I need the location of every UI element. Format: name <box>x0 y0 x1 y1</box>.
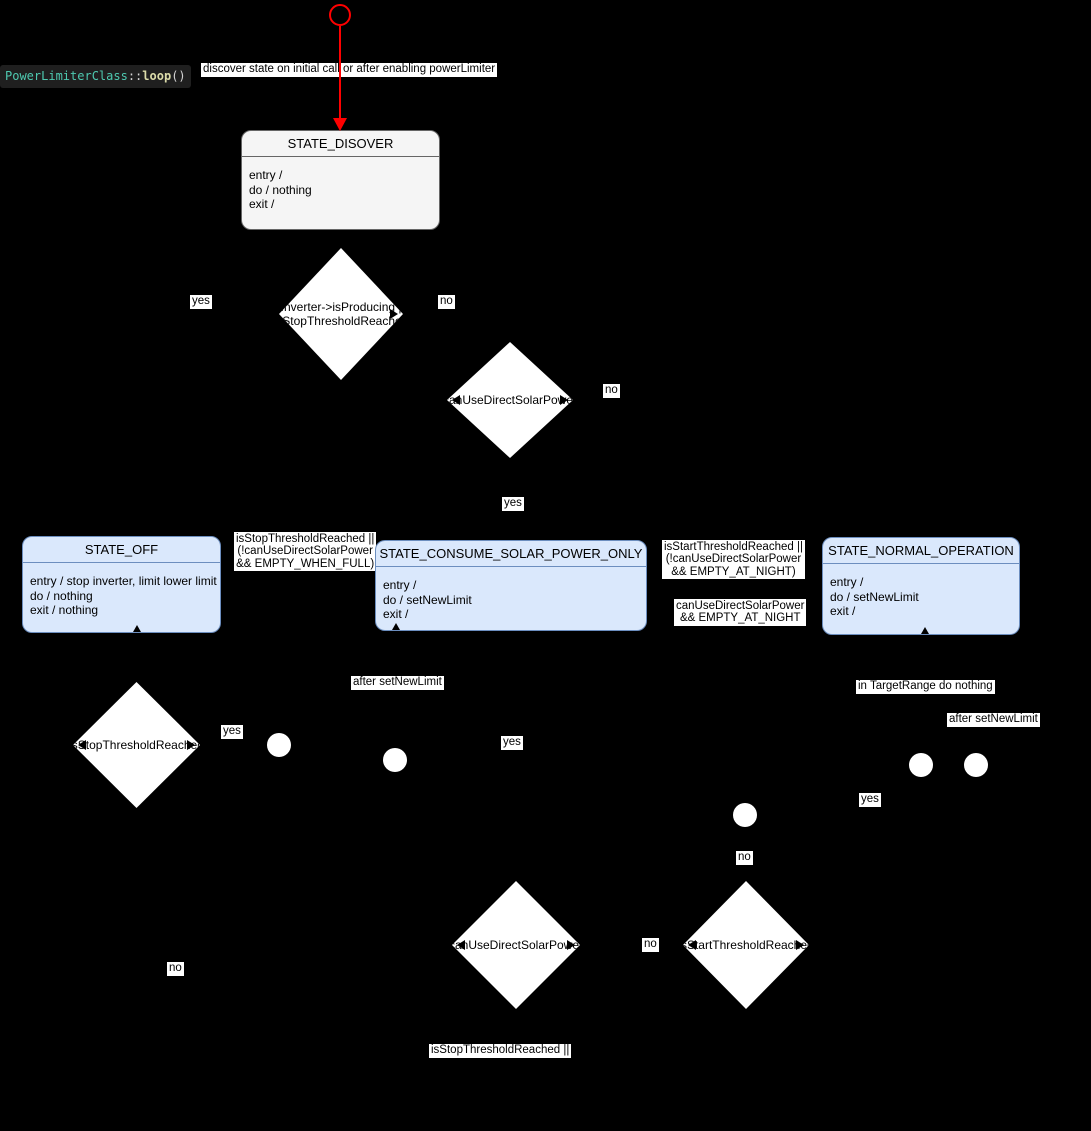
state-off: STATE_OFF entry / stop inverter, limit l… <box>22 536 221 633</box>
condition-to-normal: canUseDirectSolarPower && EMPTY_AT_NIGHT <box>674 599 807 626</box>
decision-producing-or-stop: !Inverter->isProducing || isStopThreshol… <box>279 248 403 380</box>
state-normal-do: do / setNewLimit <box>830 589 919 604</box>
arrowhead-icon <box>78 740 86 750</box>
decision-text-line: isStopThresholdReached <box>69 738 204 752</box>
branch-label-no: no <box>167 962 184 976</box>
transition-note-stop-reached: isStopThresholdReached || <box>429 1044 572 1058</box>
state-normal-entry: entry / <box>830 575 864 589</box>
arrowhead-icon <box>560 395 568 405</box>
condition-line: isStopThresholdReached || <box>236 533 375 545</box>
arrowhead-icon <box>133 625 141 632</box>
class-name-text: PowerLimiterClass <box>5 69 128 83</box>
state-off-exit: exit / nothing <box>30 603 99 617</box>
state-discover-entry: entry / <box>249 168 283 182</box>
arrowhead-icon <box>567 940 575 950</box>
decision-text-line: canUseDirectSolarPower <box>442 393 578 407</box>
branch-label-no: no <box>603 384 620 398</box>
junction-node <box>383 748 407 772</box>
state-discover-exit: exit / <box>249 197 275 211</box>
state-normal-exit: exit / <box>830 604 856 618</box>
junction-node <box>909 753 933 777</box>
junction-node <box>964 753 988 777</box>
decision-text-line: canUseDirectSolarPower <box>448 938 584 952</box>
condition-line: && EMPTY_WHEN_FULL) <box>236 557 375 570</box>
state-consume-entry: entry / <box>383 578 417 592</box>
junction-node <box>733 803 757 827</box>
condition-line: isStartThresholdReached || <box>664 541 803 553</box>
branch-label-yes: yes <box>859 793 881 807</box>
branch-label-yes: yes <box>502 497 524 511</box>
state-discover-do: do / nothing <box>249 182 312 197</box>
scope-operator-text: :: <box>127 69 143 83</box>
transition-note-after-setnewlimit: after setNewLimit <box>947 713 1040 727</box>
state-consume-do: do / setNewLimit <box>383 592 472 607</box>
decision-can-use-solar-bottom: canUseDirectSolarPower <box>452 881 580 1009</box>
branch-label-yes: yes <box>190 295 212 309</box>
decision-stop-threshold: isStopThresholdReached <box>73 682 200 808</box>
condition-line: (!canUseDirectSolarPower <box>237 545 373 558</box>
branch-label-no: no <box>642 938 659 952</box>
decision-can-use-solar-top: canUseDirectSolarPower <box>447 342 573 458</box>
arrowhead-icon <box>796 940 804 950</box>
branch-label-no: no <box>438 295 455 309</box>
state-normal-operation: STATE_NORMAL_OPERATION entry / do / setN… <box>822 537 1020 635</box>
function-code-label: PowerLimiterClass::loop() <box>0 65 191 88</box>
condition-to-consume: isStartThresholdReached || (!canUseDirec… <box>662 540 805 579</box>
state-off-entry: entry / stop inverter, limit lower limit <box>30 574 217 588</box>
state-discover: STATE_DISOVER entry / do / nothing exit … <box>241 130 440 230</box>
condition-line: (!canUseDirectSolarPower <box>665 553 802 566</box>
arrowhead-icon <box>390 309 398 319</box>
arrowhead-icon <box>452 395 460 405</box>
junction-node <box>267 733 291 757</box>
transition-note-in-target-range: in TargetRange do nothing <box>856 680 995 694</box>
arrowhead-icon <box>457 940 465 950</box>
red-transition-line <box>339 26 341 121</box>
arrowhead-icon <box>921 627 929 634</box>
arrowhead-icon <box>392 623 400 630</box>
decision-start-threshold: isStartThresholdReached <box>683 881 809 1009</box>
decision-text-line: isStartThresholdReached <box>678 938 814 952</box>
branch-label-no: no <box>736 851 753 865</box>
branch-label-yes: yes <box>501 736 523 750</box>
method-name-text: loop <box>142 69 172 83</box>
state-discover-title: STATE_DISOVER <box>242 131 439 157</box>
state-consume-solar-power-only: STATE_CONSUME_SOLAR_POWER_ONLY entry / d… <box>375 540 647 631</box>
arrowhead-icon <box>187 740 195 750</box>
condition-line: canUseDirectSolarPower <box>676 600 805 612</box>
condition-to-off: isStopThresholdReached || (!canUseDirect… <box>234 532 377 571</box>
parens-text: () <box>171 69 186 83</box>
decision-text-line: !Inverter->isProducing || <box>277 300 405 314</box>
initial-state-icon <box>329 4 351 26</box>
state-consume-title: STATE_CONSUME_SOLAR_POWER_ONLY <box>376 541 646 567</box>
state-normal-title: STATE_NORMAL_OPERATION <box>823 538 1019 564</box>
state-off-title: STATE_OFF <box>23 537 220 563</box>
condition-line: && EMPTY_AT_NIGHT) <box>671 565 796 578</box>
transition-note-after-setnewlimit: after setNewLimit <box>351 676 444 690</box>
state-off-do: do / nothing <box>30 588 93 603</box>
red-arrowhead-icon <box>333 118 347 131</box>
condition-line: && EMPTY_AT_NIGHT <box>679 612 801 625</box>
decision-text-line: isStopThresholdReached <box>273 314 409 328</box>
state-consume-exit: exit / <box>383 607 409 621</box>
transition-note-discover: discover state on initial call or after … <box>201 63 498 77</box>
branch-label-yes: yes <box>221 725 243 739</box>
arrowhead-icon <box>688 940 696 950</box>
